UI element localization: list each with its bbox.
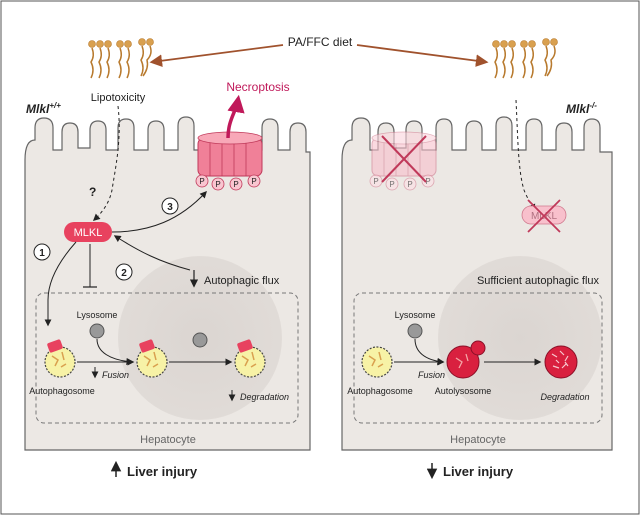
liver-injury-right-label: Liver injury — [443, 464, 514, 479]
step-1-badge: 1 — [33, 243, 51, 261]
right-cytoplasm-region — [353, 292, 603, 424]
diet-arrow-left — [149, 44, 284, 67]
inactive-pore-icon — [371, 131, 437, 177]
liver-injury-left-label: Liver injury — [127, 464, 198, 479]
autophagosome-right — [361, 346, 393, 378]
mlkl-cross-icon — [527, 199, 561, 233]
svg-text:2: 2 — [121, 268, 127, 279]
lipotoxicity-arrow-right — [515, 99, 536, 212]
lysosome-right-label: Lysosome — [395, 310, 436, 320]
svg-text:3: 3 — [167, 202, 173, 213]
right-genotype: Mlkl-/- — [566, 101, 597, 116]
phospho-label: P — [407, 180, 412, 189]
step-3-badge: 3 — [161, 197, 179, 215]
autophagosome-left-1 — [44, 339, 76, 378]
phospho-label: P — [215, 180, 220, 189]
step-2-badge: 2 — [115, 263, 133, 281]
fatty-acids-right-icon — [492, 38, 558, 79]
left-genotype: Mlkl+/+ — [26, 101, 61, 116]
necroptosis-arrow — [226, 94, 245, 139]
pore-cross-icon — [381, 135, 427, 183]
flux-to-mlkl-arrow — [113, 235, 191, 271]
unknown-mechanism-label: ? — [89, 185, 96, 199]
mlkl-to-pore-arrow — [111, 190, 207, 233]
phospho-label: P — [251, 177, 256, 186]
autophagosome-right-label: Autophagosome — [347, 386, 413, 396]
lysosome-free-icon — [192, 332, 208, 348]
autophagosome-left-2 — [136, 339, 168, 378]
autophagosome-left-3 — [234, 339, 266, 378]
mlkl-to-autophagosome-arrow — [44, 241, 77, 327]
phospho-label: P — [389, 180, 394, 189]
svg-text:1: 1 — [39, 248, 45, 259]
lysosome-left-label: Lysosome — [77, 310, 118, 320]
autophagosome-left-label: Autophagosome — [29, 386, 95, 396]
necroptosis-label: Necroptosis — [226, 80, 289, 94]
phospho-label: P — [425, 177, 430, 186]
lysosome-right-icon — [407, 323, 423, 339]
fatty-acids-left-icon — [88, 38, 154, 79]
diet-label: PA/FFC diet — [288, 35, 353, 49]
right-nucleus-shadow — [438, 256, 602, 420]
mlkl-pore-icon — [197, 131, 263, 177]
degradation-left-label: Degradation — [240, 392, 289, 402]
degraded-vesicle-icon — [544, 345, 578, 379]
hepatocyte-right-label: Hepatocyte — [450, 434, 506, 446]
mlkl-label: MLKL — [74, 227, 103, 239]
degradation-right-label: Degradation — [540, 392, 589, 402]
mlkl-node — [64, 222, 112, 242]
hepatocyte-left-label: Hepatocyte — [140, 434, 196, 446]
sufficient-flux-label: Sufficient autophagic flux — [477, 275, 600, 287]
phospho-label: P — [199, 177, 204, 186]
fusion-right-label: Fusion — [418, 370, 445, 380]
lipotoxicity-label: Lipotoxicity — [91, 92, 146, 104]
phospho-label: P — [373, 177, 378, 186]
lysosome-fusion-arrow-left — [96, 338, 134, 365]
phospho-label: P — [233, 180, 238, 189]
autolysosome-label: Autolysosome — [435, 386, 492, 396]
autolysosome-icon — [446, 340, 486, 379]
diet-arrow-right — [356, 44, 489, 67]
lipotoxicity-arrow — [92, 105, 120, 221]
fusion-left-label: Fusion — [102, 370, 129, 380]
autophagic-flux-label: Autophagic flux — [204, 275, 280, 287]
left-cytoplasm-region — [35, 292, 299, 424]
phospho-groups-left: P P P P — [195, 174, 261, 191]
phospho-groups-right: P P P P — [369, 174, 435, 191]
lysosome-left-icon — [89, 323, 105, 339]
